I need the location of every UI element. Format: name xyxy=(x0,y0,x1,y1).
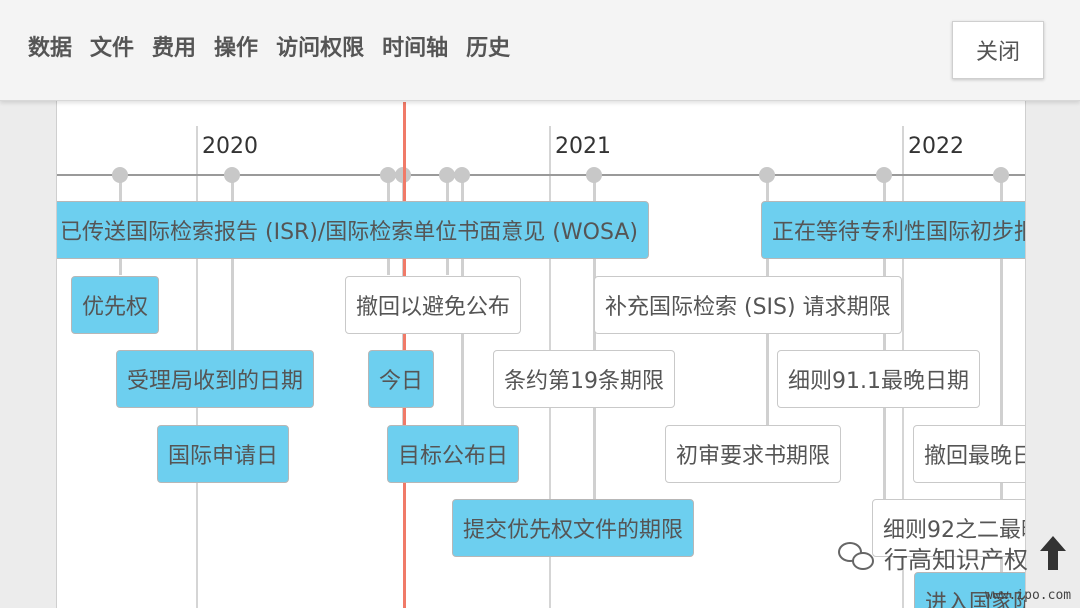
event-dot xyxy=(112,167,128,183)
event-stem xyxy=(1000,175,1003,608)
event-dot xyxy=(993,167,1009,183)
wechat-watermark: 行高知识产权 xyxy=(838,540,1028,575)
event-dot xyxy=(876,167,892,183)
tab-data[interactable]: 数据 xyxy=(28,36,73,61)
event-withdraw-latest[interactable]: 撤回最晚日期 xyxy=(913,425,1025,483)
event-priority-docs-deadline[interactable]: 提交优先权文件的期限 xyxy=(452,499,695,557)
tab-access-rights[interactable]: 访问权限 xyxy=(276,36,365,61)
watermark-text: 行高知识产权 xyxy=(884,546,1028,574)
event-ro-received[interactable]: 受理局收到的日期 xyxy=(116,350,315,408)
event-dot xyxy=(454,167,470,183)
close-button[interactable]: 关闭 xyxy=(952,21,1044,79)
tab-timeline[interactable]: 时间轴 xyxy=(382,36,449,61)
wechat-icon xyxy=(838,541,876,574)
tab-fees[interactable]: 费用 xyxy=(152,36,197,61)
event-dot xyxy=(224,167,240,183)
event-dot xyxy=(586,167,602,183)
timeline-panel[interactable]: 2020 2021 2022 已传送国际检索报告 (ISR)/国际检索单位书面意… xyxy=(56,100,1026,608)
event-awaiting-iprp[interactable]: 正在等待专利性国际初步报告 xyxy=(761,201,1025,259)
event-dot xyxy=(439,167,455,183)
event-rule-92bis-latest[interactable]: 细则92之二最晚日期 xyxy=(872,499,1025,557)
event-priority[interactable]: 优先权 xyxy=(71,276,160,334)
tab-actions[interactable]: 操作 xyxy=(214,36,259,61)
event-rule-91-latest[interactable]: 细则91.1最晚日期 xyxy=(777,350,980,408)
event-withdraw-avoid-publication[interactable]: 撤回以避免公布 xyxy=(345,276,522,334)
event-international-filing-date[interactable]: 国际申请日 xyxy=(157,425,290,483)
scroll-to-top-icon[interactable] xyxy=(1038,534,1068,572)
site-watermark: www.ipo.com xyxy=(985,588,1072,603)
event-demand-deadline[interactable]: 初审要求书期限 xyxy=(665,425,842,483)
event-stem xyxy=(593,175,596,500)
top-menu-bar: 数据 文件 费用 操作 访问权限 时间轴 历史 关闭 xyxy=(0,0,1080,101)
year-label-2020: 2020 xyxy=(202,134,258,159)
event-sis-deadline[interactable]: 补充国际检索 (SIS) 请求期限 xyxy=(594,276,902,334)
event-dot xyxy=(380,167,396,183)
event-article-19-deadline[interactable]: 条约第19条期限 xyxy=(493,350,675,408)
event-isr-sent[interactable]: 已传送国际检索报告 (ISR)/国际检索单位书面意见 (WOSA) xyxy=(57,201,649,259)
tab-documents[interactable]: 文件 xyxy=(90,36,135,61)
event-today[interactable]: 今日 xyxy=(368,350,435,408)
event-dot xyxy=(759,167,775,183)
menu-tabs: 数据 文件 费用 操作 访问权限 时间轴 历史 xyxy=(28,30,510,62)
year-label-2022: 2022 xyxy=(908,134,964,159)
tab-history[interactable]: 历史 xyxy=(466,36,511,61)
event-stem xyxy=(883,175,886,500)
year-label-2021: 2021 xyxy=(555,134,611,159)
event-national-phase-entry[interactable]: 进入国家阶段 xyxy=(914,572,1025,608)
event-target-publication[interactable]: 目标公布日 xyxy=(387,425,520,483)
timeline-axis xyxy=(57,174,1025,176)
event-stem xyxy=(231,175,234,350)
